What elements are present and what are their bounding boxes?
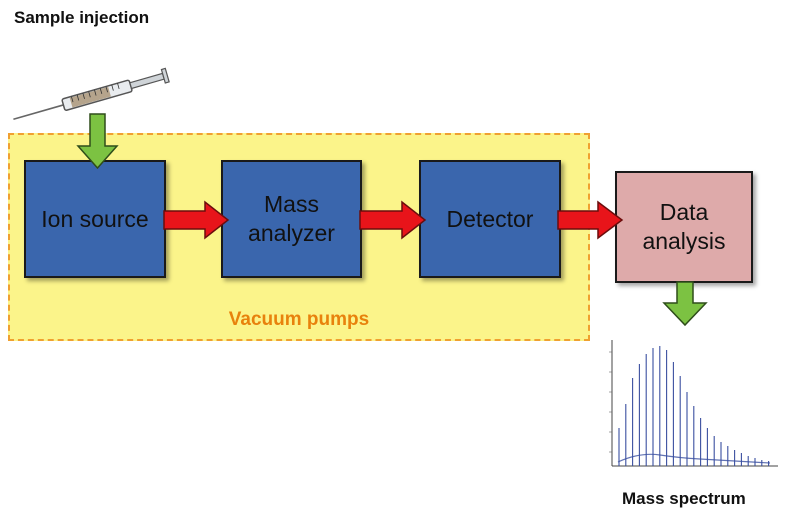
data-analysis-block: Data analysis bbox=[615, 171, 753, 283]
arrow-analyzer-to-detector bbox=[359, 200, 427, 240]
ion-source-label: Ion source bbox=[41, 205, 149, 232]
arrow-ion-to-analyzer bbox=[163, 200, 230, 240]
mass-analyzer-block: Mass analyzer bbox=[221, 160, 362, 278]
sample-injection-label: Sample injection bbox=[14, 8, 150, 27]
mass-analyzer-label-line1: Mass bbox=[264, 191, 319, 218]
mass-analyzer-label-line2: analyzer bbox=[248, 220, 335, 246]
arrow-detector-to-analysis bbox=[557, 200, 624, 240]
data-analysis-label-line1: Data bbox=[659, 199, 709, 226]
data-analysis-label-line2: analysis bbox=[642, 228, 726, 254]
output-arrow bbox=[662, 281, 708, 327]
injection-arrow bbox=[76, 113, 119, 170]
mass-spectrum-thumbnail bbox=[609, 340, 778, 467]
detector-label: Detector bbox=[446, 205, 534, 232]
syringe-icon bbox=[13, 67, 170, 121]
vacuum-pumps-label: Vacuum pumps bbox=[228, 309, 370, 330]
mass-spectrum-label: Mass spectrum bbox=[622, 489, 746, 508]
